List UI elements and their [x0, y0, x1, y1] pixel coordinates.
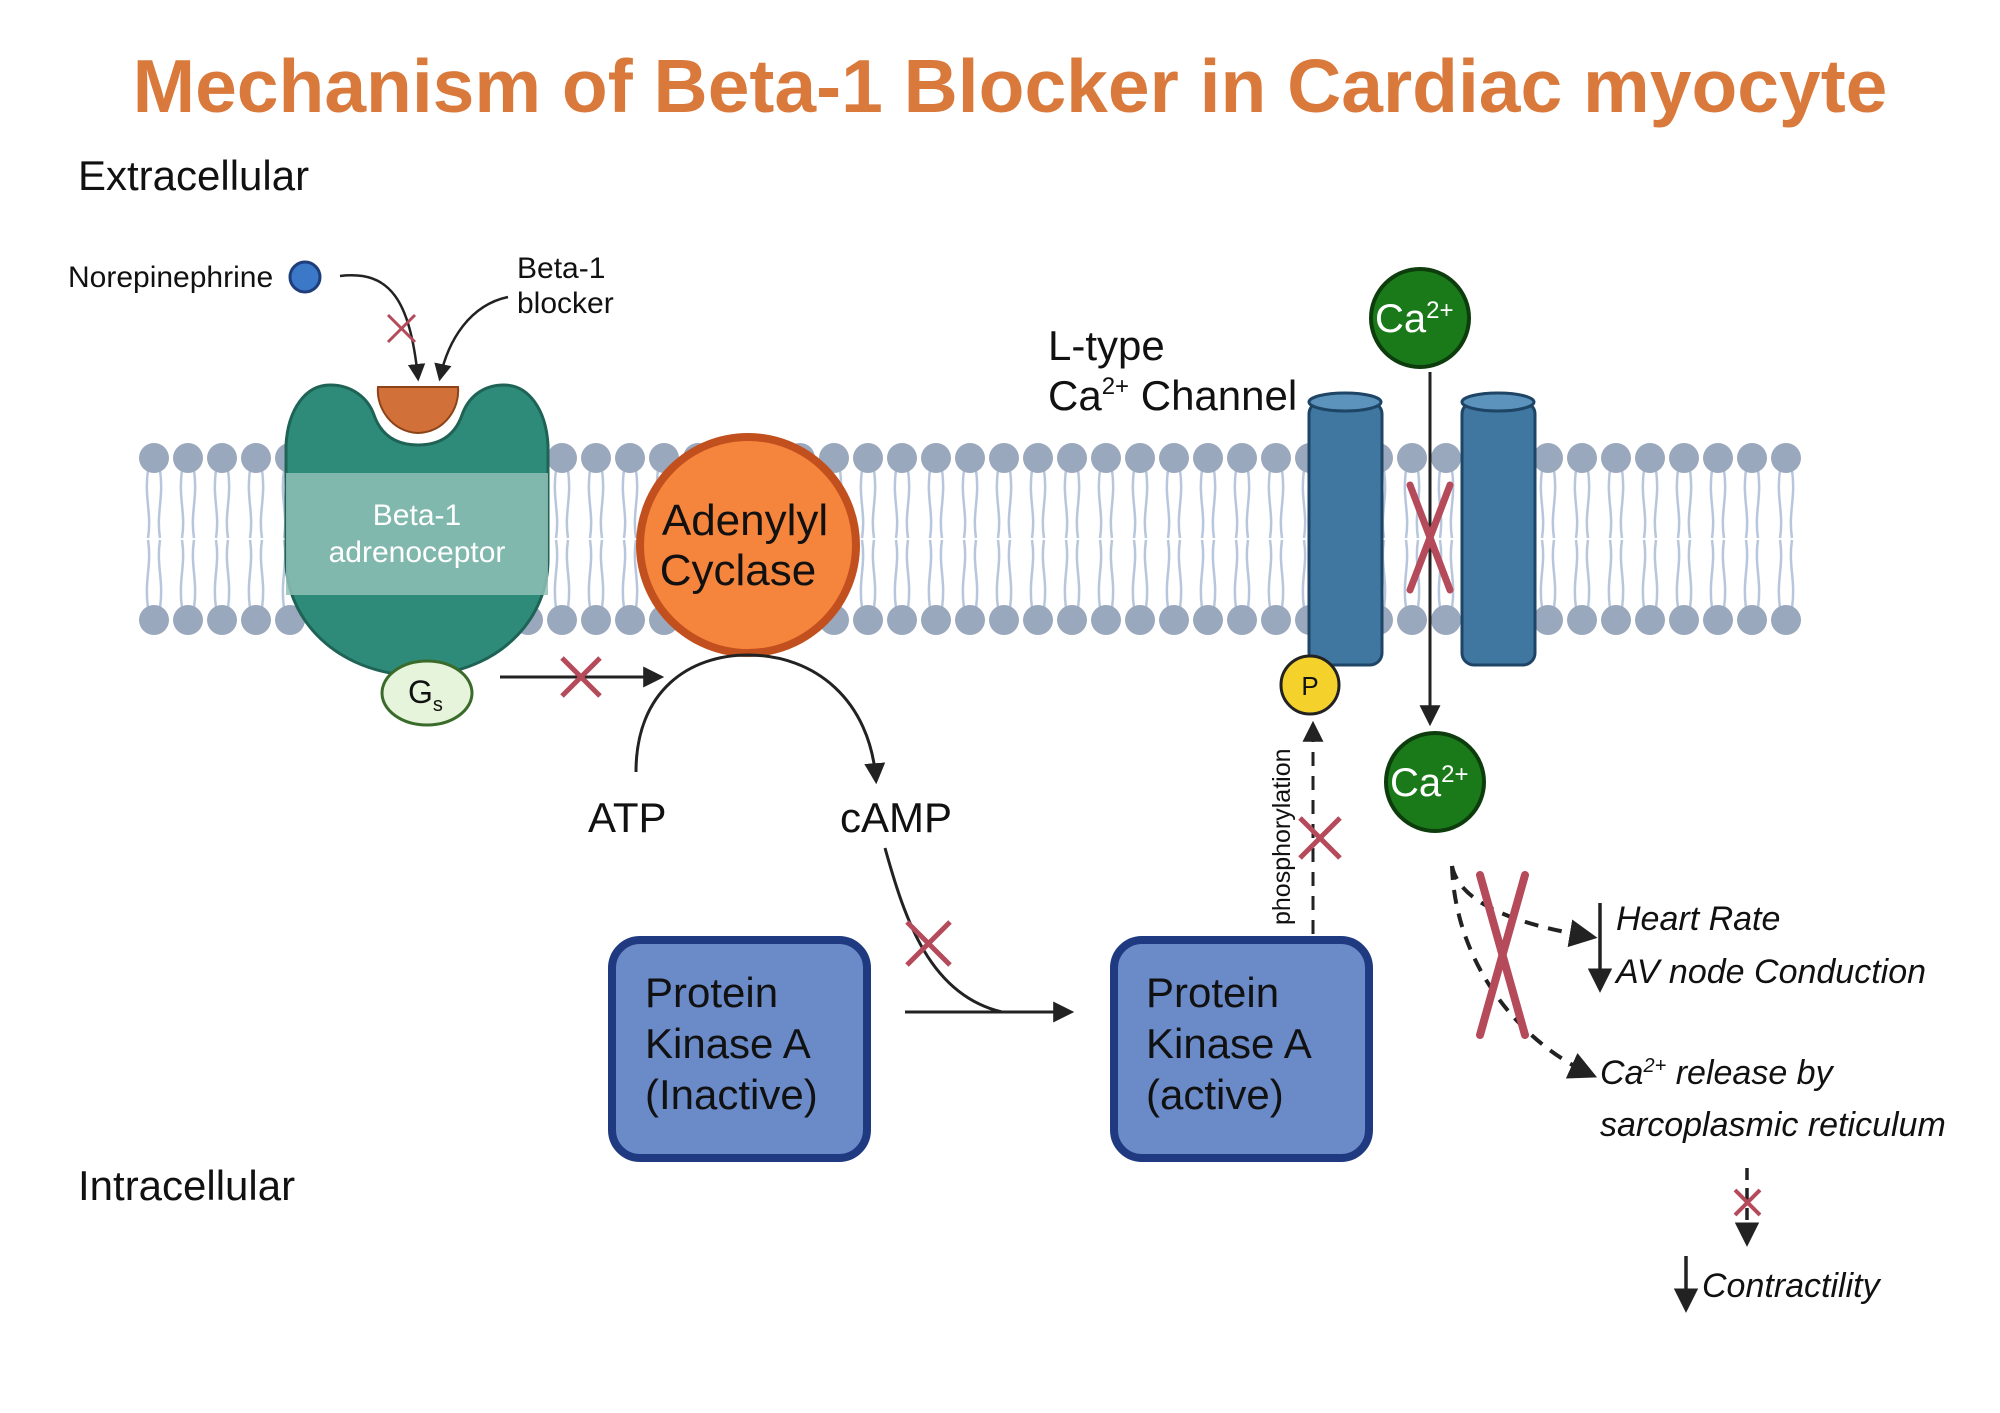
pka-inactive-line3: (Inactive) [645, 1071, 818, 1118]
beta1-adrenoceptor: Beta-1 adrenoceptor [284, 383, 550, 677]
blocker-label-line2: blocker [517, 287, 614, 320]
receptor-label-line1: Beta-1 [373, 499, 461, 532]
blocker-arrow [434, 295, 509, 382]
pka-active-box [1110, 936, 1373, 1162]
calcium-ion-inside-label: Ca2+ [1390, 761, 1469, 805]
sarcoplasmic-reticulum-label: sarcoplasmic reticulum [1600, 1106, 1946, 1144]
phospholipid [1125, 443, 1155, 635]
pka-active-line3: (active) [1146, 1071, 1284, 1118]
phospholipid [547, 443, 577, 635]
phospholipid [1397, 443, 1427, 635]
blocker-label-line1: Beta-1 [517, 252, 605, 285]
phospholipid [1669, 443, 1699, 635]
phospholipid [1193, 443, 1223, 635]
extracellular-label: Extracellular [78, 152, 309, 199]
phospholipid [1023, 443, 1053, 635]
contractility-inhibit-mark [1733, 1188, 1762, 1217]
calcium-release-effect-arrow [1450, 865, 1598, 1079]
gs-protein [380, 659, 474, 727]
camp-label: cAMP [840, 794, 952, 841]
phospholipid [1635, 443, 1665, 635]
atp-label: ATP [588, 794, 667, 841]
phospholipid [1431, 443, 1461, 635]
cyclase-label-line1: Adenylyl [662, 496, 828, 545]
phosphate-label: P [1301, 671, 1318, 701]
phospholipid [955, 443, 985, 635]
phospholipid [139, 443, 169, 635]
l-type-calcium-channel [1307, 391, 1537, 667]
phospholipid [1091, 443, 1121, 635]
pka-active-line1: Protein [1146, 969, 1279, 1016]
phospholipid [1567, 443, 1597, 635]
phospholipid [989, 443, 1019, 635]
receptor-membrane-band [286, 473, 548, 595]
heart-rate-label: Heart Rate [1616, 900, 1780, 938]
phospholipid [173, 443, 203, 635]
channel-subunit-left-top [1307, 391, 1383, 413]
phospholipid [1601, 443, 1631, 635]
phosphate-group [1279, 654, 1341, 716]
effects-inhibit-mark [1476, 871, 1529, 1039]
norepinephrine-label: Norepinephrine [68, 261, 273, 294]
phosphorylation-inhibit-mark [1298, 816, 1342, 860]
channel-subunit-right-top [1460, 391, 1536, 413]
calcium-release-label: Ca2+ release by [1600, 1054, 1835, 1092]
calcium-ion-outside-label: Ca2+ [1375, 297, 1454, 341]
contractility-label: Contractility [1702, 1267, 1882, 1305]
intracellular-label: Intracellular [78, 1162, 295, 1209]
channel-subunit-right [1460, 400, 1537, 667]
phospholipid [887, 443, 917, 635]
phospholipid [1159, 443, 1189, 635]
phospholipid [615, 443, 645, 635]
phosphorylation-label: phosphorylation [1268, 748, 1296, 925]
pka-active-line2: Kinase A [1146, 1020, 1312, 1067]
calcium-ion-outside [1369, 267, 1471, 369]
phospholipid [1771, 443, 1801, 635]
phospholipid [1261, 443, 1291, 635]
phospholipid [921, 443, 951, 635]
phospholipid [853, 443, 883, 635]
camp-inhibit-mark [905, 920, 952, 967]
receptor-label-line2: adrenoceptor [329, 536, 506, 569]
adenylyl-cyclase [636, 433, 860, 657]
phospholipid [581, 443, 611, 635]
gs-protein-label: Gs [408, 674, 443, 716]
pka-inactive-box [608, 936, 871, 1162]
atp-to-camp-arrow [634, 653, 886, 785]
calcium-ion-inside [1384, 731, 1486, 833]
norepinephrine-inhibit-mark [386, 313, 417, 344]
phospholipid [241, 443, 271, 635]
gs-cyclase-inhibit-mark [560, 656, 602, 698]
pka-inactive-line2: Kinase A [645, 1020, 811, 1067]
calcium-influx-inhibit-mark [1406, 481, 1454, 594]
channel-label-line1: L-type [1048, 322, 1165, 369]
phospholipid [1703, 443, 1733, 635]
pka-inactive-line1: Protein [645, 969, 778, 1016]
phospholipid [1533, 443, 1563, 635]
diagram-title: Mechanism of Beta-1 Blocker in Cardiac m… [133, 44, 1888, 128]
cyclase-label-line2: Cyclase [660, 546, 817, 595]
beta1-blocker-molecule [376, 386, 460, 435]
channel-label-line2: Ca2+ Channel [1048, 372, 1297, 419]
phospholipid [1057, 443, 1087, 635]
av-node-label: AV node Conduction [1614, 953, 1926, 991]
channel-subunit-left [1307, 400, 1384, 667]
phospholipid [207, 443, 237, 635]
norepinephrine-molecule [288, 260, 322, 294]
phospholipid [1737, 443, 1767, 635]
phospholipid [1227, 443, 1257, 635]
norepinephrine-arrow [339, 274, 426, 382]
